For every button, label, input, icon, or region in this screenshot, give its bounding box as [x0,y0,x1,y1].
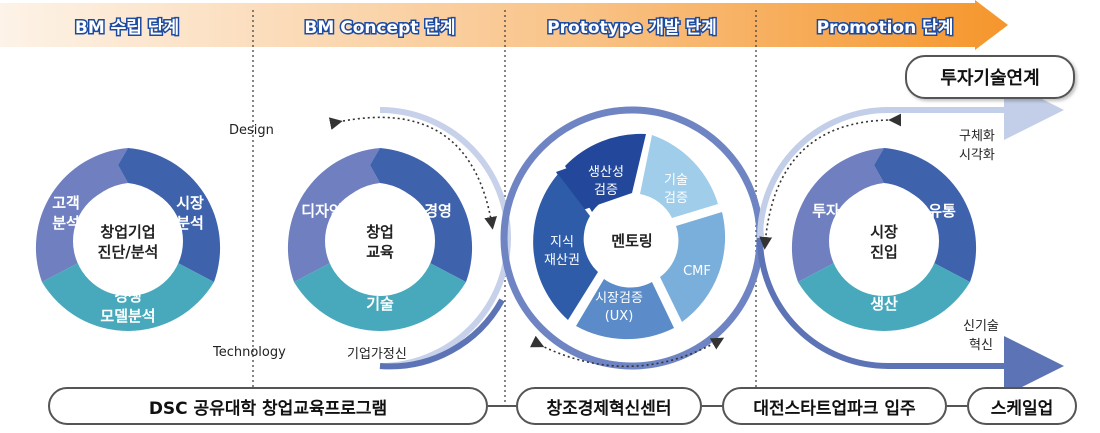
stage-label-prototype: Prototype 개발 단계 [547,18,717,38]
segment-label: 생산 [870,295,898,313]
scaleup-pill: 스케일업 [967,387,1077,425]
cycle-mentoring: 멘토링 생산성 검증 기술 검증 CMF 시장검증 (UX) 지식 재산권 [533,133,726,340]
cycle-center [588,196,676,284]
segment-label: 디자인 [301,202,342,220]
center-text: 멘토링 [611,232,652,250]
label-innovation-2: 혁신 [969,338,993,353]
segment-market-ux [576,279,674,340]
center-text-line1: 시장 [870,223,898,241]
segment-label: 투자 [812,202,840,220]
segment-label: 검증 [594,183,618,198]
segment-competition-model [42,262,214,331]
label-concretize-1: 구체화 [959,129,995,144]
segment-management [370,148,473,282]
flow-wrap-cycle2-inner [379,298,505,370]
investment-tech-link-pill: 투자기술연계 [905,55,1075,99]
dsc-program-pill: DSC 공유대학 창업교육프로그램 [48,387,488,425]
segment-label: 시장 [176,194,204,212]
segment-label: 분석 [176,214,204,232]
label-technology: Technology [212,345,286,360]
segment-label: 검증 [664,191,688,206]
center-text-line1: 창업기업 [100,223,155,241]
cycle-center [73,186,183,296]
cycle-diagnosis: 창업기업 진단/분석 고객 분석 시장 분석 경쟁 모델분석 [35,148,221,331]
center-text-line2: 진단/분석 [98,243,159,261]
segment-label: (UX) [605,309,634,324]
segment-label: 모델분석 [100,307,155,325]
segment-label: 고객 [52,194,80,212]
segment-label: 분석 [52,214,80,232]
segment-label: 유통 [928,202,956,220]
center-text-line1: 창업 [366,223,394,241]
segment-label: 생산성 [588,165,624,180]
cycle-center [829,186,939,296]
center-text-line2: 진입 [870,243,898,261]
label-corporate-spirit: 기업가정신 [347,347,407,362]
stage-label-promotion: Promotion 단계 [817,18,954,38]
segment-label: CMF [683,264,711,279]
label-concretize-2: 시각화 [959,148,995,163]
ccei-pill: 창조경제혁신센터 [516,387,702,425]
segment-label: 기술 [366,295,394,313]
segment-label: 경쟁 [114,287,142,305]
segment-tech-verify [640,135,718,218]
cycle-center [325,186,435,296]
startup-park-pill: 대전스타트업파크 입주 [722,387,947,425]
center-text-line2: 교육 [366,243,394,261]
stage-label-concept: BM Concept 단계 [304,18,455,38]
segment-investment [791,148,884,282]
stage-banner-arrow [0,0,1008,50]
segment-technology [294,262,466,331]
segment-customer-analysis [35,148,128,282]
stage-label-bm: BM 수립 단계 [75,18,179,38]
segment-production [798,262,970,331]
cycle-market-entry: 시장 진입 투자 유통 생산 [791,148,977,331]
segment-productivity-top [565,133,646,212]
cycle-education: 창업 교육 디자인 경영 기술 [287,148,473,331]
segment-label: 재산권 [544,253,580,268]
segment-label: 지식 [550,235,574,250]
segment-label: 기술 [664,173,688,188]
label-design: Design [229,123,274,138]
flow-line-bottom-promotion [757,237,1064,396]
dotted-arrow-design [328,116,497,230]
segment-ip [533,174,598,320]
segment-label: 경영 [424,202,452,220]
segment-design [287,148,380,282]
segment-distribution [874,148,977,282]
label-innovation-1: 신기술 [963,319,999,334]
segment-cmf [660,212,726,322]
segment-market-analysis [118,148,221,282]
segment-label: 시장검증 [595,291,643,306]
